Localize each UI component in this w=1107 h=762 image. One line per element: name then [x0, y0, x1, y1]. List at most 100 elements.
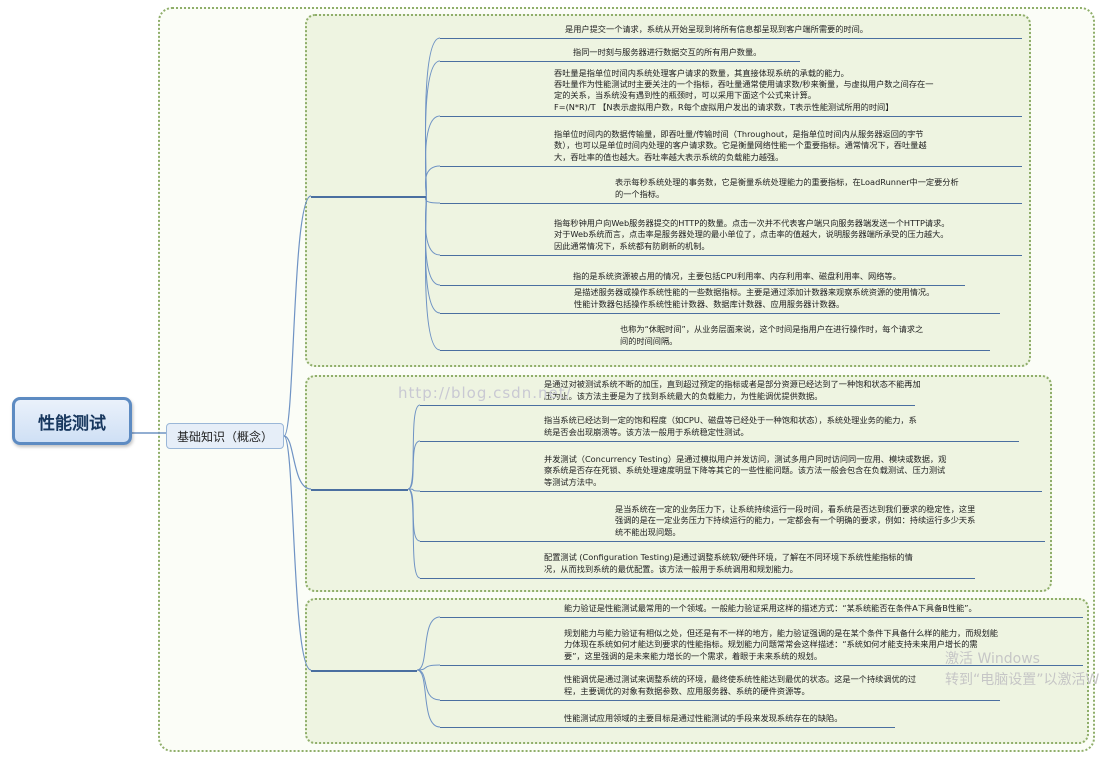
group-1-item-9-description-line: 间的时间间隔。: [620, 335, 678, 346]
group-2-item-1-description-line: 是通过对被测试系统不断的加压，直到超过预定的指标或者是部分资源已经达到了一种饱和…: [544, 379, 921, 390]
blog-watermark: http://blog.csdn.net/: [398, 384, 572, 402]
connector-group-1-item-6: [424, 195, 441, 256]
root-topic-label: 性能测试: [38, 413, 106, 434]
group-1-item-4-underline: [440, 166, 524, 167]
group-3-item-2-description: 规划能力与能力验证有相似之处，但还是有不一样的地方，能力验证强调的是在某个条件下…: [564, 628, 1093, 662]
group-2-item-4-detail-underline: [493, 541, 1045, 542]
group-1-item-3-description-line: 吞吐量作为性能测试时主要关注的一个指标，吞吐量通常使用请求数/秒来衡量，与虚拟用…: [554, 79, 934, 90]
group-3-item-4-description: 性能测试应用领域的主要目标是通过性能测试的手段来发现系统存在的缺陷。: [564, 713, 905, 724]
group-2-item-5-description-line: 况，从而找到系统的最优配置。该方法一般用于系统调用和规划能力。: [544, 563, 798, 574]
group-3-item-3-description: 性能调优是通过测试来调整系统的环境，最终使系统性能达到最优的状态。这是一个持续调…: [564, 674, 1010, 697]
group-1-item-9-underline: [440, 350, 524, 351]
root-topic-performance-testing[interactable]: 性能测试: [12, 397, 132, 445]
group-2-item-4-description-line: 统不能出现问题。: [615, 526, 681, 537]
group-1-item-3-detail-underline: [524, 116, 1022, 117]
group-2-underline: [311, 489, 408, 491]
group-1-item-6-description: 指每秒钟用户向Web服务器提交的HTTP的数量。点击一次并不代表客户端只向服务器…: [554, 218, 1032, 252]
group-frame-division: [305, 375, 1052, 592]
group-1-item-6-description-line: 因此通常情况下，系统都有防刷新的机制。: [554, 240, 710, 251]
group-3-item-1-underline: [440, 617, 524, 618]
group-3-item-3-description-line: 程，主要调优的对象有数据参数、应用服务器、系统的硬件资源等。: [564, 685, 810, 696]
group-1-item-4-description-line: 大，吞吐率的值也越大。吞吐率越大表示系统的负载能力越强。: [554, 151, 784, 162]
group-1-item-4-description-line: 指单位时间内的数据传输量，即吞吐量/传输时间（Throughout，是指单位时间…: [554, 129, 924, 140]
group-1-item-9-description: 也称为“休眠时间”，从业务层面来说，这个时间是指用户在进行操作时，每个请求之间的…: [620, 324, 1000, 347]
group-1-item-3-description-line: 定的关系，当系统没有遇到性的瓶颈时，可以采用下面这个公式来计算。: [554, 90, 817, 101]
group-2-item-3-description-line: 察系统是否存在死锁、系统处理速度明显下降等其它的一些性能问题。该方法一般会包含在…: [544, 465, 946, 476]
group-1-item-3-underline: [440, 116, 524, 117]
group-3-item-3-description-line: 性能调优是通过测试来调整系统的环境，最终使系统性能达到最优的状态。这是一个持续调…: [564, 674, 917, 685]
group-3-item-1-description: 能力验证是性能测试最常用的一个领域。一般能力验证采用这样的描述方式：“某系统能否…: [564, 603, 1093, 614]
group-3-item-4-underline: [440, 727, 524, 728]
group-1-item-5-detail-underline: [524, 203, 1022, 204]
group-2-item-4-description-line: 是当系统在一定的业务压力下，让系统持续运行一段时间，看系统是否达到我们要求的稳定…: [615, 504, 976, 515]
group-2-item-1-underline: [420, 405, 493, 406]
connector-group-2-item-5: [407, 488, 421, 579]
connector-group-1-item-3: [424, 115, 441, 197]
group-2-item-2-description-line: 统是否会出现崩溃等。该方法一般用于系统稳定性测试。: [544, 426, 749, 437]
group-3-item-2-detail-underline: [524, 665, 1083, 666]
group-2-item-1-description: 是通过对被测试系统不断的加压，直到超过预定的指标或者是部分资源已经达到了一种饱和…: [544, 379, 925, 402]
group-1-item-1-description: 是用户提交一个请求，系统从开始呈现到将所有信息都呈现到客户端所需要的时间。: [565, 24, 1032, 35]
windows-activation-line2: 转到“电脑设置”以激活W: [945, 672, 1100, 688]
connector-group-2-item-3: [407, 488, 421, 492]
connector-group-3-item-3: [416, 669, 441, 701]
group-1-item-4-detail-underline: [524, 166, 1022, 167]
group-2-item-4-description: 是当系统在一定的业务压力下，让系统持续运行一段时间，看系统是否达到我们要求的稳定…: [615, 504, 1055, 538]
connector-group-1-item-2: [424, 60, 441, 197]
group-2-item-2-description: 指当系统已经达到一定的饱和程度（如CPU、磁盘等已经处于一种饱和状态），系统处理…: [544, 415, 1029, 438]
group-1-item-7-underline: [440, 285, 524, 286]
group-2-item-1-description-line: 压为止。该方法主要是为了找到系统最大的负载能力，为性能调优提供数据。: [544, 390, 823, 401]
connector-basic-group-1: [283, 195, 312, 437]
group-3-item-2-underline: [440, 665, 524, 666]
branch-basic-knowledge[interactable]: 基础知识（概念）: [166, 423, 284, 449]
group-2-item-5-detail-underline: [493, 578, 975, 579]
group-3-item-4-detail-underline: [524, 727, 895, 728]
group-3-item-1-detail-underline: [524, 617, 1083, 618]
group-1-item-4-description-line: 数），也可以是单位时间内处理的客户请求数。它是衡量网络性能一个重要指标。通常情况…: [554, 140, 927, 151]
group-1-item-1-description-line: 是用户提交一个请求，系统从开始呈现到将所有信息都呈现到客户端所需要的时间。: [565, 23, 868, 34]
connector-group-2-item-4: [407, 488, 421, 542]
group-2-item-3-detail-underline: [493, 491, 1042, 492]
group-3-item-3-detail-underline: [524, 700, 1000, 701]
connector-group-1-item-5: [425, 195, 441, 204]
group-2-item-2-underline: [420, 441, 493, 442]
group-1-item-6-underline: [440, 255, 524, 256]
group-2-item-1-detail-underline: [493, 405, 915, 406]
group-2-item-5-description: 配置测试 (Configuration Testing)是通过调整系统软/硬件环…: [544, 552, 985, 575]
connector-group-3-item-1: [416, 616, 441, 671]
group-1-item-6-detail-underline: [524, 255, 1022, 256]
group-2-item-4-description-line: 强调的是在一定业务压力下持续运行的能力，一定都会有一个明确的要求，例如：持续运行…: [615, 515, 976, 526]
group-1-item-9-description-line: 也称为“休眠时间”，从业务层面来说，这个时间是指用户在进行操作时，每个请求之: [620, 324, 924, 335]
group-1-item-8-description-line: 性能计数器包括操作系统性能计数器、数据库计数器、应用服务器计数器。: [574, 298, 845, 309]
group-2-item-3-description-line: 并发测试（Concurrency Testing）是通过模拟用户并发访问，测试多…: [544, 454, 947, 465]
group-3-item-2-description-line: 规划能力与能力验证有相似之处，但还是有不一样的地方，能力验证强调的是在某个条件下…: [564, 628, 998, 639]
group-1-item-8-description: 是描述服务器或操作系统性能的一些数据指标。主要是通过添加计数器来观察系统资源的使…: [574, 287, 1010, 310]
group-3-underline: [311, 670, 417, 672]
group-frame-applications: [305, 598, 1089, 744]
group-1-item-9-detail-underline: [524, 350, 990, 351]
group-1-item-5-underline: [440, 203, 524, 204]
group-1-item-7-description: 指的是系统资源被占用的情况，主要包括CPU利用率、内存利用率、磁盘利用率、网络等…: [573, 271, 975, 282]
group-2-item-3-description-line: 等测试方法中。: [544, 476, 602, 487]
group-3-item-4-description-line: 性能测试应用领域的主要目标是通过性能测试的手段来发现系统存在的缺陷。: [564, 712, 843, 723]
group-1-item-3-description: 吞吐量是指单位时间内系统处理客户请求的数量，其直接体现系统的承载的能力。吞吐量作…: [554, 68, 1032, 113]
group-1-item-2-description: 指同一时刻与服务器进行数据交互的所有用户数量。: [573, 47, 810, 58]
group-3-item-2-description-line: 要”，这里强调的是未来能力增长的一个需求，着眼于未来系统的规划。: [564, 650, 823, 661]
connector-group-3-item-2: [416, 664, 441, 671]
group-1-item-6-description-line: 对于Web系统而言，点击率是服务器处理的最小单位了，点击率的值越大，说明服务器端…: [554, 229, 949, 240]
group-1-item-2-underline: [440, 61, 524, 62]
group-1-item-8-description-line: 是描述服务器或操作系统性能的一些数据指标。主要是通过添加计数器来观察系统资源的使…: [574, 287, 935, 298]
connector-basic-group-3: [283, 435, 312, 671]
group-1-item-8-detail-underline: [524, 313, 1000, 314]
connector-group-1-item-4: [425, 165, 441, 197]
connector-basic-group-2: [283, 435, 312, 490]
group-1-item-7-description-line: 指的是系统资源被占用的情况，主要包括CPU利用率、内存利用率、磁盘利用率、网络等…: [573, 270, 901, 281]
group-2-item-5-underline: [420, 578, 493, 579]
connector-group-2-item-1: [407, 404, 421, 490]
group-1-item-4-description: 指单位时间内的数据传输量，即吞吐量/传输时间（Throughout，是指单位时间…: [554, 129, 1032, 163]
connector-group-2-item-2: [407, 440, 421, 490]
group-1-item-1-detail-underline: [524, 38, 1022, 39]
group-1-item-1-underline: [440, 38, 524, 39]
group-1-item-2-detail-underline: [524, 61, 800, 62]
